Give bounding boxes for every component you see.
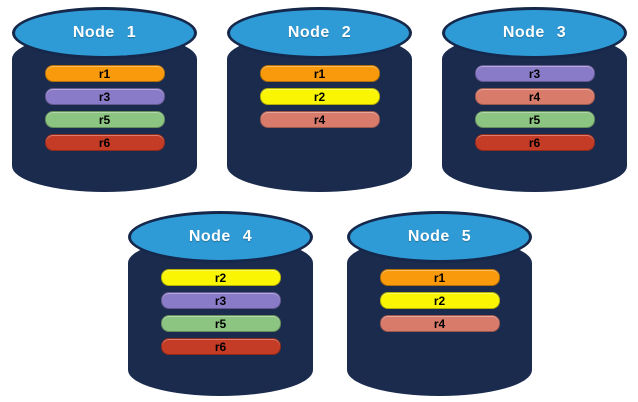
cylinder-top: Node 3 — [442, 7, 627, 59]
replica-list: r2 r3 r5 r6 — [160, 269, 281, 355]
node-title: Node 3 — [502, 24, 567, 41]
node-title: Node 5 — [407, 228, 472, 245]
replica-bar: r2 — [160, 269, 281, 286]
replica-list: r1 r2 r4 — [379, 269, 500, 332]
node-title: Node 4 — [188, 228, 253, 245]
replica-bar: r3 — [474, 65, 595, 82]
node-cylinder: Node 2 r1 r2 r4 — [227, 7, 412, 192]
replica-bar: r3 — [44, 88, 165, 105]
replica-bar: r4 — [259, 111, 380, 128]
node-cylinder: Node 5 r1 r2 r4 — [347, 211, 532, 396]
cylinder-top: Node 2 — [227, 7, 412, 59]
cylinder-top: Node 1 — [12, 7, 197, 59]
replica-list: r1 r3 r5 r6 — [44, 65, 165, 151]
replica-list: r1 r2 r4 — [259, 65, 380, 128]
replica-bar: r6 — [44, 134, 165, 151]
replica-bar: r2 — [379, 292, 500, 309]
replica-bar: r1 — [259, 65, 380, 82]
replica-bar: r5 — [474, 111, 595, 128]
replica-bar: r6 — [160, 338, 281, 355]
node-row-bottom: Node 4 r2 r3 r5 r6 Node 5 r1 r2 r4 — [0, 211, 638, 396]
replica-bar: r1 — [44, 65, 165, 82]
node-cylinder: Node 1 r1 r3 r5 r6 — [12, 7, 197, 192]
replica-bar: r4 — [379, 315, 500, 332]
replica-bar: r4 — [474, 88, 595, 105]
replica-bar: r1 — [379, 269, 500, 286]
node-cylinder: Node 4 r2 r3 r5 r6 — [128, 211, 313, 396]
replica-bar: r6 — [474, 134, 595, 151]
replica-bar: r5 — [160, 315, 281, 332]
node-title: Node 2 — [287, 24, 352, 41]
node-cylinder: Node 3 r3 r4 r5 r6 — [442, 7, 627, 192]
replica-bar: r2 — [259, 88, 380, 105]
node-title: Node 1 — [72, 24, 137, 41]
cylinder-top: Node 4 — [128, 211, 313, 263]
replica-bar: r3 — [160, 292, 281, 309]
replica-list: r3 r4 r5 r6 — [474, 65, 595, 151]
replica-bar: r5 — [44, 111, 165, 128]
cylinder-top: Node 5 — [347, 211, 532, 263]
